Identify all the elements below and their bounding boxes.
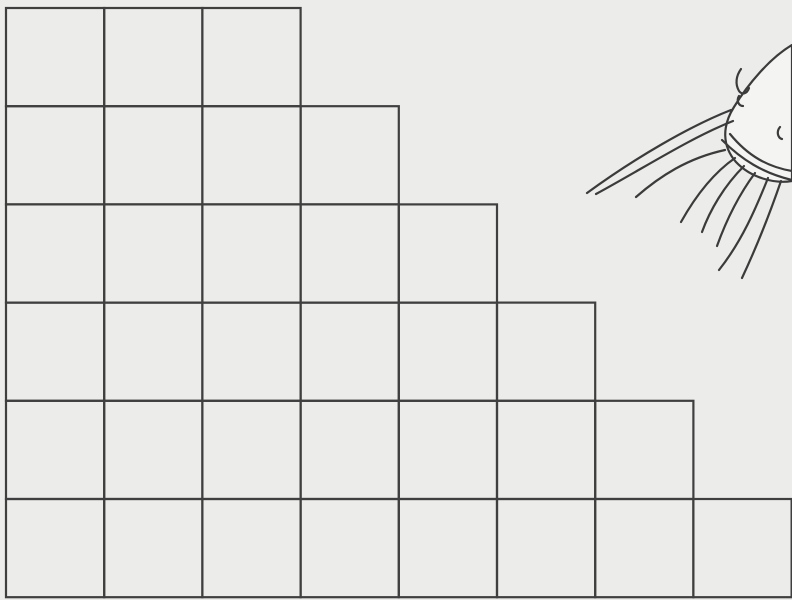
creature-sketch — [587, 45, 792, 278]
